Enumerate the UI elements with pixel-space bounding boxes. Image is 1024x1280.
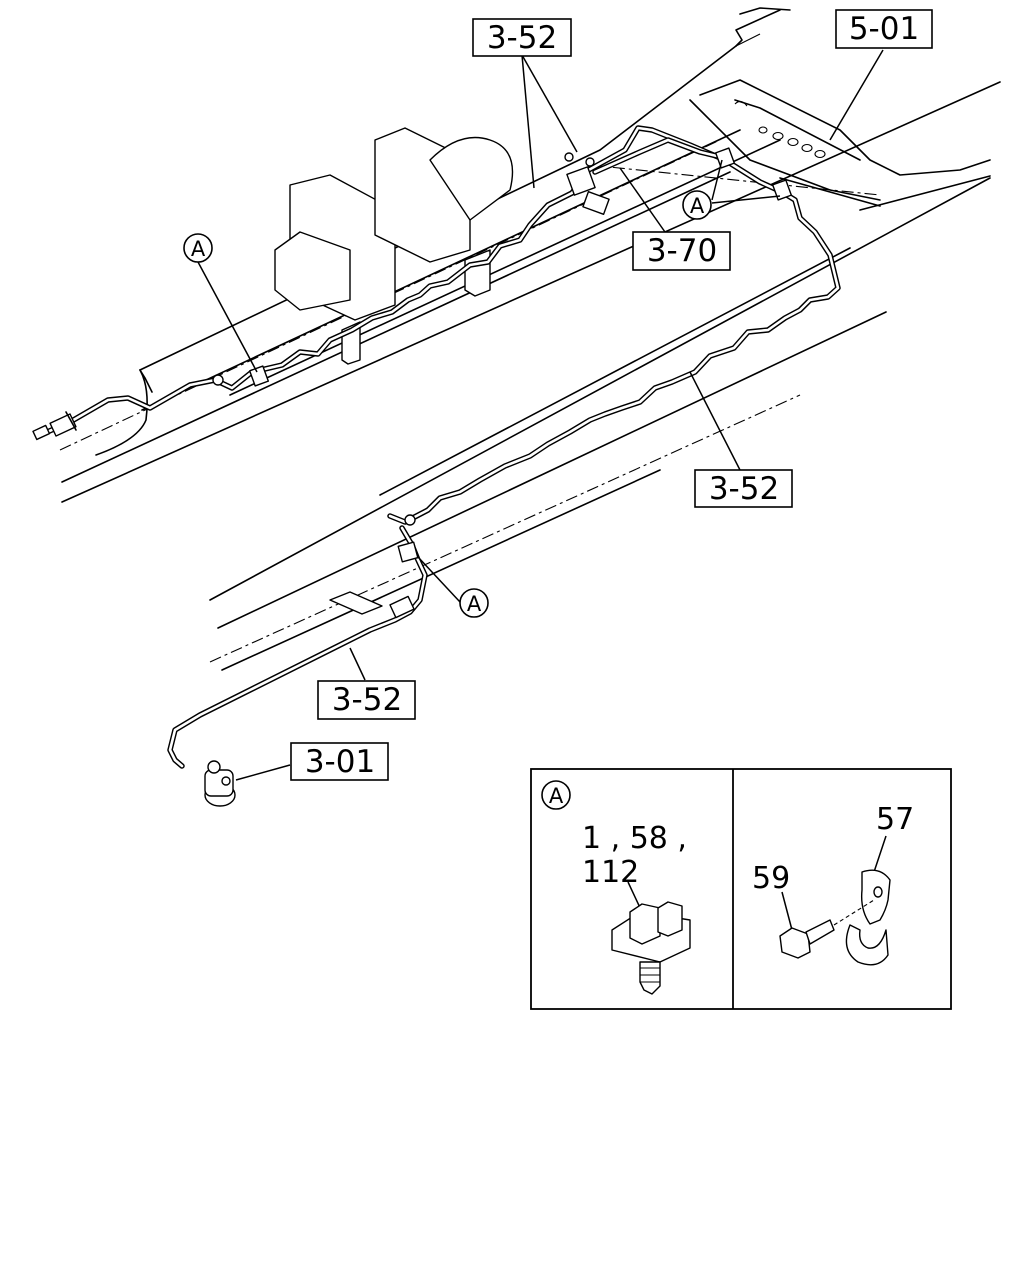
brake-pipe-upper: [35, 165, 593, 439]
callout-3-52-mid-text: 3-52: [709, 471, 779, 507]
plastic-clip-icon: [611, 881, 691, 995]
frame-rails: [59, 7, 1001, 671]
callout-3-70: 3-70: [632, 231, 731, 271]
circle-ref-a-left-text: A: [191, 237, 206, 261]
circle-ref-a-left: A: [183, 233, 213, 263]
callout-3-52-top: 3-52: [472, 18, 572, 57]
detail-circle-ref-a-text: A: [549, 784, 564, 808]
detail-circle-ref-a: A: [541, 780, 571, 810]
bolt-part-number: 59: [752, 861, 790, 896]
bolt-icon: [779, 891, 875, 959]
leader-lines: [197, 49, 884, 781]
clip-part-numbers-line2: 112: [582, 855, 639, 890]
callout-5-01-text: 5-01: [849, 11, 919, 47]
callout-3-01-text: 3-01: [305, 744, 375, 780]
callout-3-52-low-text: 3-52: [332, 682, 402, 718]
callout-3-52-mid: 3-52: [694, 469, 793, 508]
callout-3-70-text: 3-70: [647, 233, 717, 269]
pipe-clips: [32, 147, 793, 807]
callout-3-52-low: 3-52: [317, 680, 416, 720]
clip-part-numbers-line1: 1 , 58 ,: [582, 821, 687, 856]
circle-ref-a-lower-text: A: [467, 592, 482, 616]
detail-inset: A 1 , 58 , 112 57 59: [530, 768, 952, 1010]
brake-pipe-lower: [167, 525, 428, 769]
wheel-cylinder: [204, 760, 236, 807]
callout-3-52-top-text: 3-52: [487, 20, 557, 56]
callout-3-01: 3-01: [290, 742, 389, 781]
circle-ref-a-right-text: A: [690, 194, 705, 218]
circle-ref-a-lower: A: [459, 588, 489, 618]
crossmember-holes: [734, 100, 826, 159]
clamp-part-number: 57: [876, 802, 914, 837]
callout-5-01: 5-01: [835, 9, 933, 49]
circle-ref-a-right: A: [682, 190, 712, 220]
brake-pipe-crossover: [387, 125, 841, 525]
pipe-clamp-icon: [845, 835, 891, 966]
